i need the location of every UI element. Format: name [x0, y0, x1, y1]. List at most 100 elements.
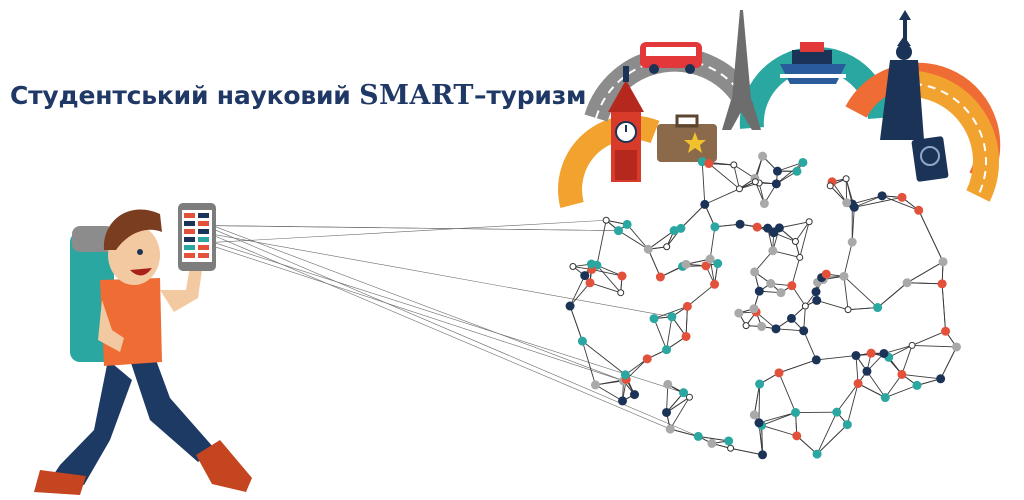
- network-node: [751, 178, 759, 186]
- network-node: [897, 369, 907, 379]
- road-orange-far-dash: [899, 82, 987, 197]
- network-edge: [670, 428, 699, 437]
- phone-screen-block: [198, 213, 209, 218]
- network-node: [877, 191, 887, 201]
- phone-screen-block: [184, 237, 195, 242]
- network-node: [577, 336, 587, 346]
- network-edge: [625, 358, 648, 380]
- network-node: [617, 289, 625, 297]
- network-edge: [852, 195, 883, 205]
- network-edge: [779, 221, 810, 229]
- network-edge: [761, 412, 796, 426]
- projection-beam: [211, 245, 624, 382]
- network-edge: [680, 204, 706, 229]
- network-node: [902, 278, 912, 288]
- network-edge: [758, 412, 796, 424]
- network-node: [705, 254, 715, 264]
- network-edge: [626, 224, 649, 250]
- network-edge: [866, 371, 886, 398]
- network-node: [796, 253, 804, 261]
- network-node: [853, 379, 863, 389]
- network-node: [642, 354, 652, 364]
- network-node: [786, 313, 796, 323]
- network-node: [912, 380, 922, 390]
- network-edge: [901, 345, 913, 375]
- network-node: [842, 175, 850, 183]
- network-node: [938, 257, 948, 267]
- network-edge: [596, 220, 607, 266]
- phone-screen-block: [184, 253, 195, 258]
- network-edge: [589, 282, 621, 294]
- network-edge: [854, 196, 903, 208]
- network-node: [936, 374, 946, 384]
- network-node: [649, 314, 659, 324]
- network-edge: [855, 355, 859, 384]
- network-edge: [730, 447, 763, 456]
- phone-screen-block: [184, 245, 195, 250]
- phone-screen-block: [184, 213, 195, 218]
- title-prefix: Студентський науковий: [10, 81, 360, 110]
- network-edge: [885, 384, 918, 398]
- network-node: [665, 424, 675, 434]
- network-node: [735, 219, 745, 229]
- network-edge: [795, 221, 810, 242]
- right-leg: [130, 360, 214, 462]
- network-node: [681, 331, 691, 341]
- network-edge: [569, 275, 586, 307]
- network-node: [622, 219, 632, 229]
- network-node: [669, 226, 679, 236]
- network-node: [643, 244, 653, 254]
- network-edge: [653, 318, 667, 350]
- network-node: [798, 157, 808, 167]
- network-edge: [708, 163, 740, 190]
- network-node: [758, 450, 768, 460]
- phone-screen-block: [184, 221, 195, 226]
- network-node: [710, 222, 720, 232]
- network-edge: [761, 424, 797, 437]
- left-shoe: [34, 470, 86, 495]
- network-node: [821, 269, 831, 279]
- network-edge: [854, 195, 883, 208]
- network-node: [873, 303, 883, 313]
- network-node: [897, 192, 907, 202]
- network-node: [766, 279, 776, 289]
- network-node: [662, 345, 672, 355]
- bus-icon: [640, 42, 702, 74]
- title-suffix: –туризм: [474, 81, 587, 110]
- network-edge: [912, 344, 957, 348]
- network-node: [663, 243, 671, 251]
- phone-screen-block: [184, 229, 195, 234]
- network-edge: [816, 411, 838, 455]
- network-edge: [799, 221, 810, 258]
- network-node: [630, 390, 640, 400]
- network-node: [685, 393, 693, 401]
- network-node: [844, 306, 852, 314]
- network-node: [730, 161, 738, 169]
- network-edge: [843, 276, 849, 310]
- network-edge: [669, 396, 690, 430]
- network-node: [792, 431, 802, 441]
- network-edge: [625, 358, 648, 376]
- network-edge: [911, 330, 946, 346]
- statue-of-liberty-icon: [880, 10, 924, 140]
- network-edge: [709, 226, 716, 260]
- cruise-ship-icon: [780, 42, 846, 84]
- network-node: [771, 179, 781, 189]
- network-edge: [843, 241, 853, 277]
- network-edge: [778, 372, 796, 413]
- network-edge: [776, 162, 804, 185]
- network-node: [842, 420, 852, 430]
- network-node: [681, 259, 691, 269]
- network-node: [787, 281, 797, 291]
- network-node: [791, 408, 801, 418]
- network-node: [602, 216, 610, 224]
- network-node: [880, 393, 890, 403]
- projection-beam: [211, 225, 619, 231]
- phone-screen-block: [198, 229, 209, 234]
- network-node: [812, 295, 822, 305]
- network-node: [826, 182, 834, 190]
- network-edge: [591, 268, 623, 277]
- network-edge: [569, 305, 583, 342]
- network-node: [771, 324, 781, 334]
- network-node: [663, 379, 673, 389]
